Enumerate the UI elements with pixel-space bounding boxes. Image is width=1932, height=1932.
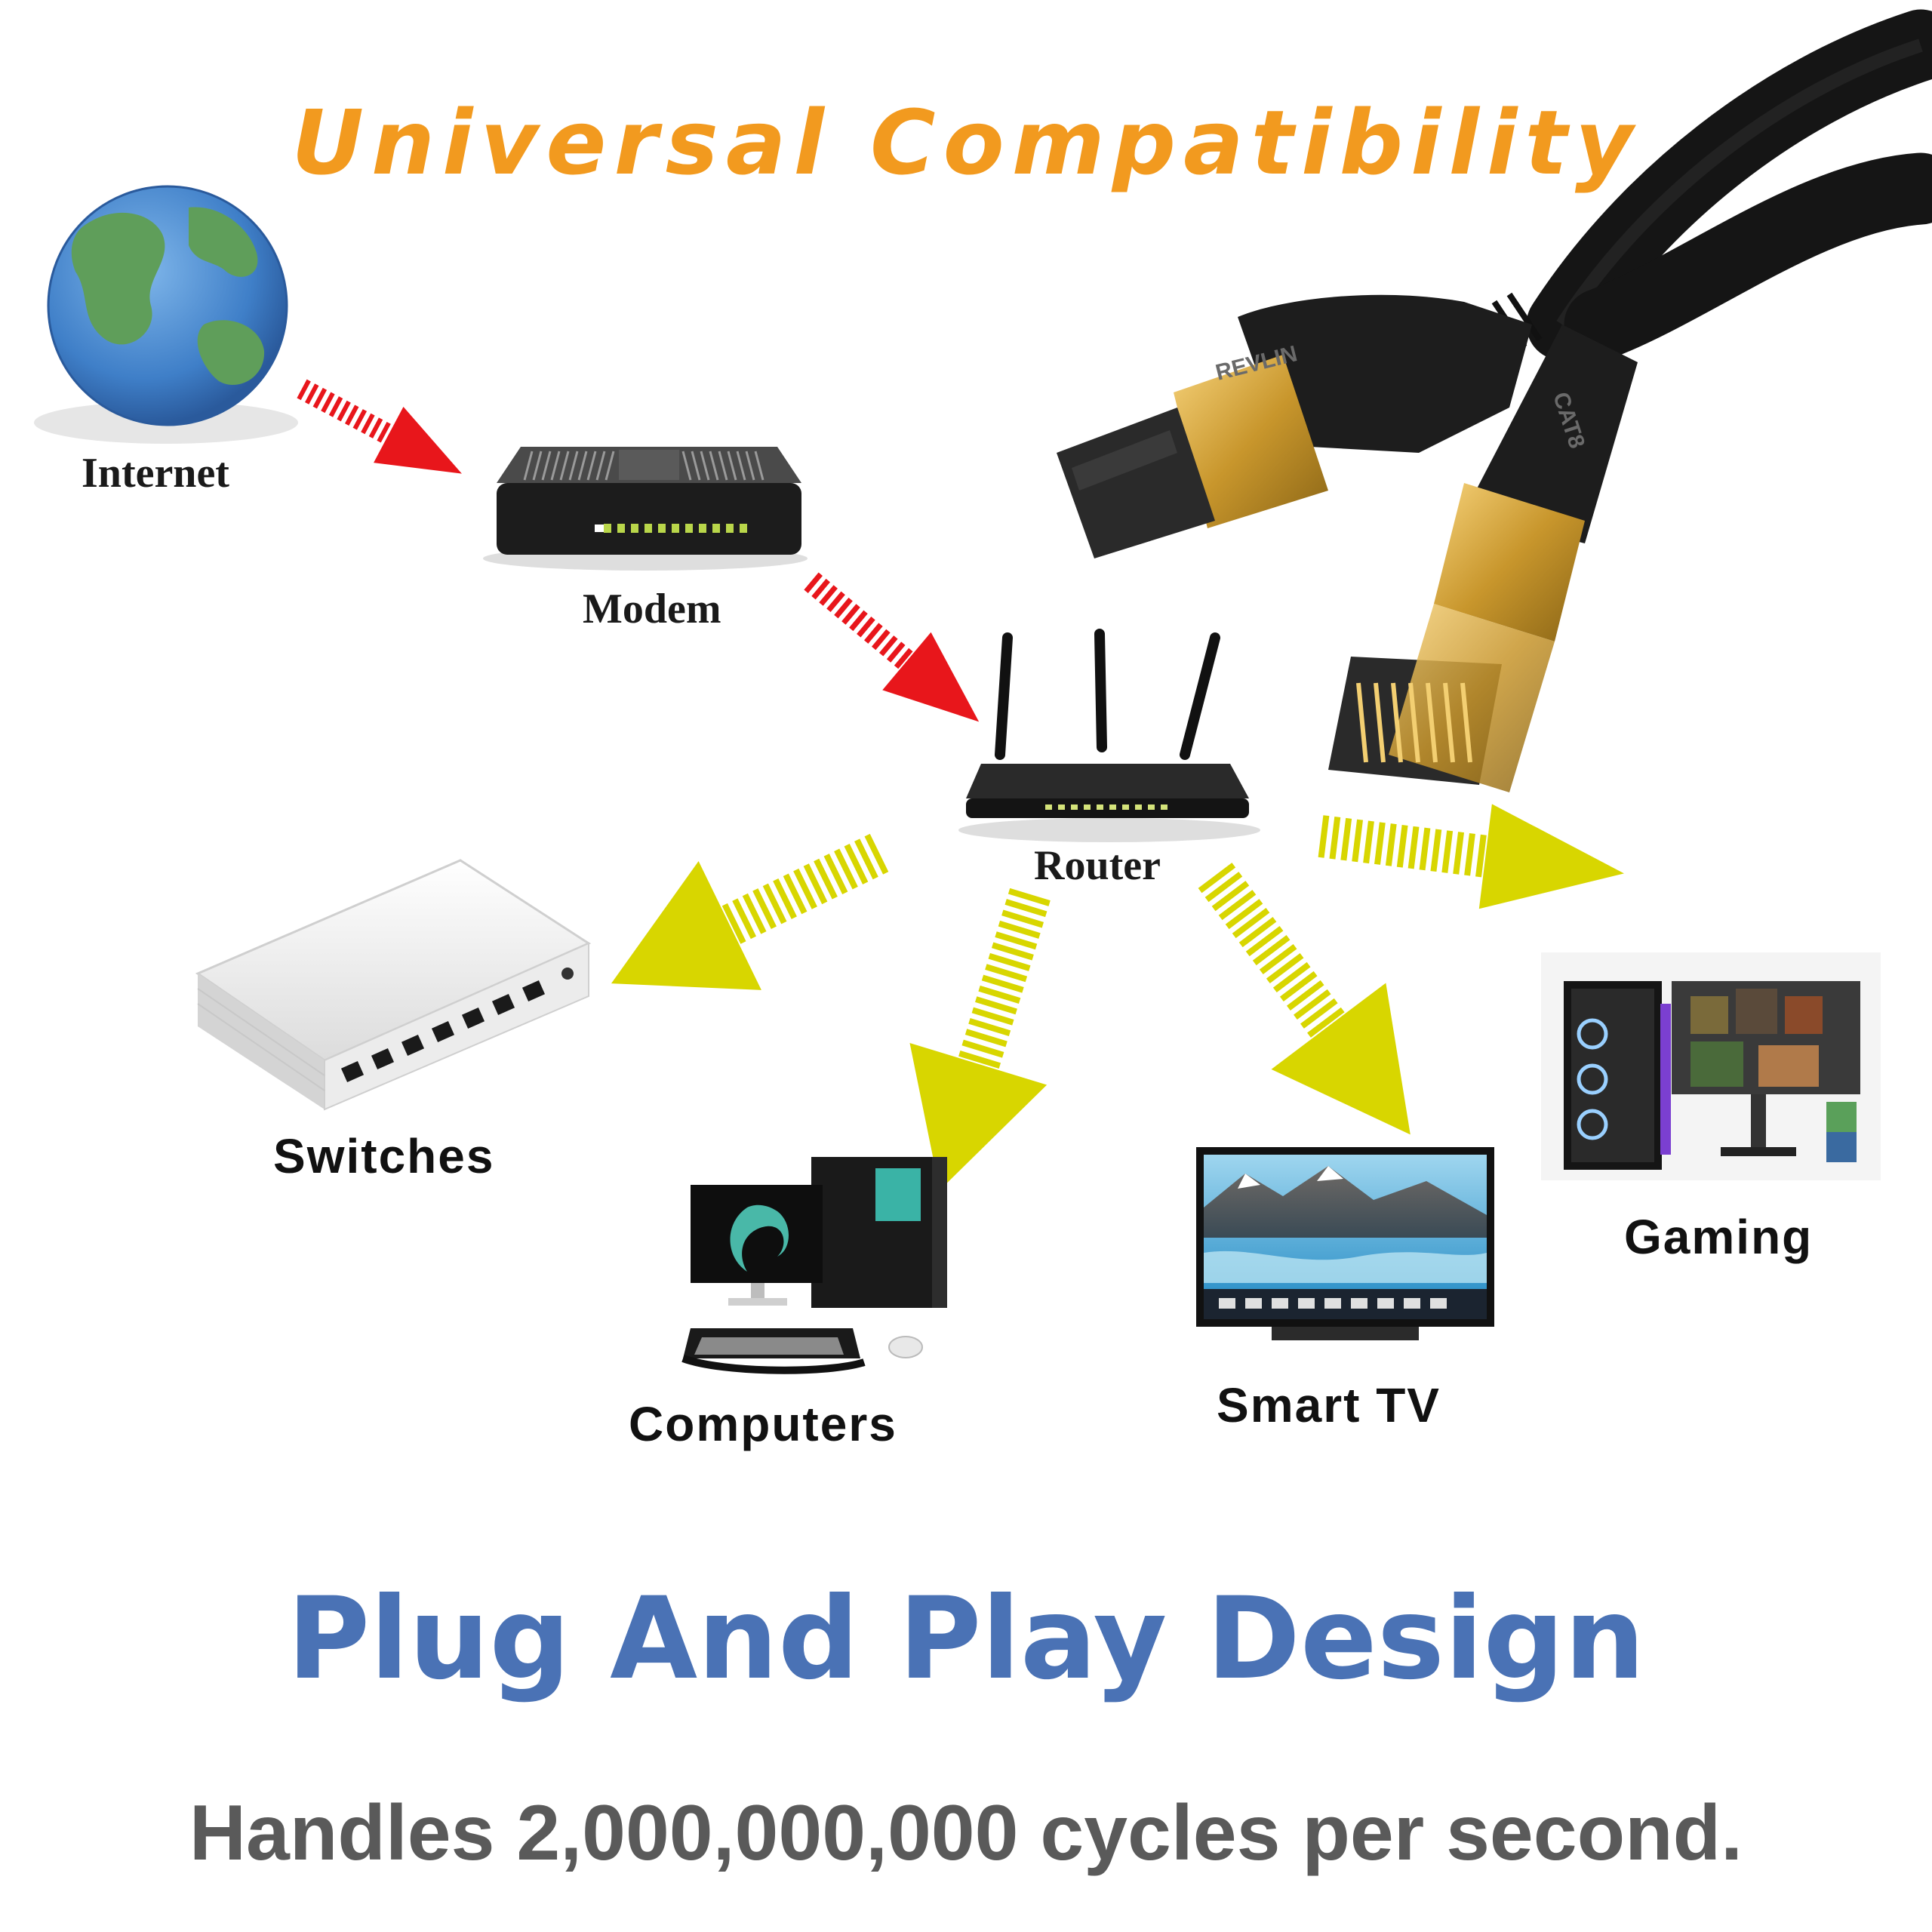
smart-tv-label: Smart TV [1217, 1378, 1441, 1432]
subline: Handles 2,000,000,000 cycles per second. [189, 1789, 1743, 1877]
smart-tv-icon [1196, 1147, 1494, 1340]
network-switch-icon [195, 859, 592, 1111]
internet-label: Internet [82, 450, 229, 497]
computers-label: Computers [629, 1397, 897, 1451]
arrow-modem-to-router [804, 572, 980, 722]
gaming-pc-icon [1541, 952, 1881, 1180]
arrow-router-to-gaming [1318, 804, 1624, 909]
arrow-router-to-smart-tv [1198, 863, 1411, 1135]
globe-icon [34, 185, 298, 444]
headline: Plug And Play Design [287, 1574, 1645, 1705]
arrow-internet-to-modem [297, 379, 462, 474]
switches-label: Switches [273, 1129, 495, 1183]
desktop-computer-icon [681, 1157, 947, 1374]
ethernet-cable-icon [1057, 9, 1932, 792]
router-icon [958, 629, 1260, 842]
gaming-label: Gaming [1624, 1210, 1814, 1264]
page-title: Universal Compatibility [291, 91, 1641, 195]
arrow-router-to-switches [611, 833, 889, 990]
arrow-router-to-computers [909, 888, 1051, 1191]
modem-label: Modem [583, 586, 721, 632]
modem-icon [483, 447, 808, 571]
router-label: Router [1034, 842, 1161, 889]
